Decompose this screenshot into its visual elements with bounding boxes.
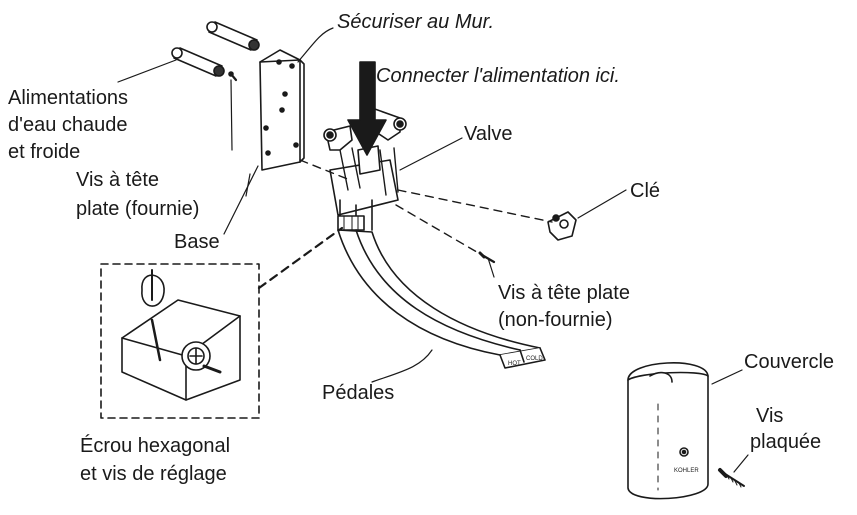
label-key: Clé xyxy=(630,180,661,202)
label-flat-screw-line1: Vis à tête xyxy=(76,169,160,191)
supply-tube-upper xyxy=(206,21,260,51)
cover-part xyxy=(627,362,709,500)
label-supplies-line1: Alimentations xyxy=(8,87,129,109)
label-base: Base xyxy=(174,231,220,253)
valve-body xyxy=(323,107,407,231)
label-plated-screw-line1: Vis xyxy=(756,405,784,427)
label-secure-wall: Sécuriser au Mur. xyxy=(337,11,495,33)
label-pedals: Pédales xyxy=(322,382,395,404)
label-flat-screw2-line2: (non-fournie) xyxy=(498,309,613,331)
plated-screw xyxy=(718,468,745,488)
label-valve: Valve xyxy=(464,123,513,145)
label-supplies-line2: d'eau chaude xyxy=(8,114,128,136)
cover-brand-logo: KOHLER xyxy=(674,468,699,474)
supply-connection-arrow xyxy=(347,61,387,156)
hex-nut-detail-inset xyxy=(100,263,260,419)
pedal-marking-right: COLD xyxy=(526,356,543,362)
supply-tube-lower xyxy=(171,47,225,77)
pedal-marking-left: HOT xyxy=(508,361,521,367)
label-plated-screw-line2: plaquée xyxy=(750,431,822,453)
label-hex-nut-line2: et vis de réglage xyxy=(80,463,227,485)
assembly-dashed-lines xyxy=(257,159,553,290)
label-connect-supply: Connecter l'alimentation ici. xyxy=(376,65,620,87)
leader-lines xyxy=(117,27,749,473)
label-hex-nut-line1: Écrou hexagonal xyxy=(80,435,231,457)
flat-head-screw-supplied xyxy=(228,71,238,82)
label-supplies-line3: et froide xyxy=(8,141,81,163)
label-cover: Couvercle xyxy=(744,351,835,373)
base-plate xyxy=(259,49,305,171)
label-flat-screw-line2: plate (fournie) xyxy=(76,198,200,220)
pedals xyxy=(337,229,546,369)
water-supply-tubes xyxy=(171,21,260,77)
key-part xyxy=(547,211,577,241)
label-flat-screw2-line1: Vis à tête plate xyxy=(498,282,630,304)
